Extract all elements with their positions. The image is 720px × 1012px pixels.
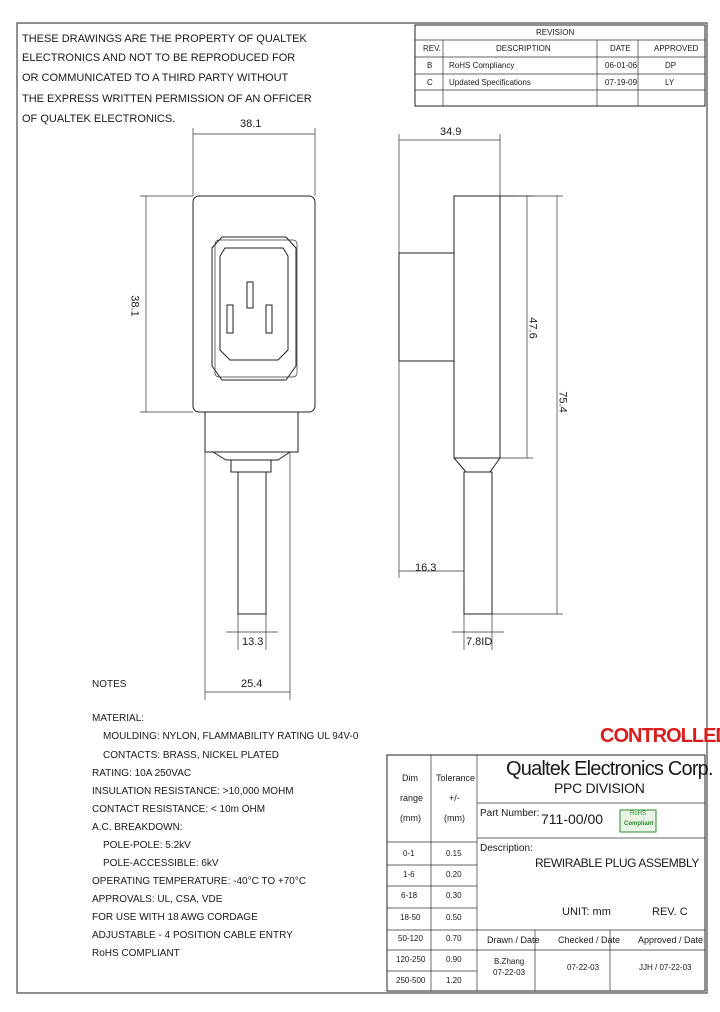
revision-cell: 07-19-09 [605,78,638,87]
title-block-lines [386,754,706,992]
revision-header: DESCRIPTION [496,44,551,53]
unit-value: UNIT: mm [562,906,611,918]
dim-front-height: 38.1 [128,295,141,317]
notes-line: INSULATION RESISTANCE: >10,000 MOHM [92,786,294,797]
approved-value: JJH / 07-22-03 [639,963,692,972]
tolerance-range: 250-500 [396,976,426,985]
notes-line: MOULDING: NYLON, FLAMMABILITY RATING UL … [103,731,359,742]
dim-cable-diameter: 13.3 [242,636,264,648]
revision-cell: B [427,61,433,70]
drawn-date: 07-22-03 [493,968,526,977]
notes-line: POLE-POLE: 5.2kV [103,840,191,851]
dim-side-offset: 16.3 [415,562,437,574]
notes-line: RATING: 10A 250VAC [92,768,192,779]
tolerance-range: 50-120 [398,934,423,943]
notes-line: FOR USE WITH 18 AWG CORDAGE [92,912,258,923]
description-label: Description: [480,843,533,854]
drawn-by: B.Zhang [494,957,525,966]
disclaimer-line: OR COMMUNICATED TO A THIRD PARTY WITHOUT [22,72,289,84]
tolerance-range: 1-6 [403,870,415,879]
dim-side-cable-diameter: 7.8ID [466,636,493,648]
tolerance-value: 1.20 [446,976,462,985]
disclaimer-line: THESE DRAWINGS ARE THE PROPERTY OF QUALT… [22,33,307,45]
revision-header: REV. [423,44,441,53]
notes-line: CONTACT RESISTANCE: < 10m OHM [92,804,266,815]
approved-label: Approved / Date [638,935,704,945]
revision-header: APPROVED [654,44,699,53]
tolerance-dim-header: Dim [402,773,418,783]
revision-header: DATE [610,44,631,53]
revision-cell: 06-01-06 [605,61,638,70]
dim-overall-width: 25.4 [241,678,263,690]
tolerance-range: 0-1 [403,849,415,858]
part-number-label: Part Number: [480,808,540,819]
disclaimer-line: THE EXPRESS WRITTEN PERMISSION OF AN OFF… [22,93,312,105]
rev-value: REV. C [652,906,688,918]
disclaimer-line: ELECTRONICS AND NOT TO BE REPRODUCED FOR [22,52,296,64]
revision-title: REVISION [536,28,575,37]
notes-line: OPERATING TEMPERATURE: -40°C TO +70°C [92,876,307,887]
tolerance-tol-header: Tolerance [436,773,476,783]
tolerance-tol-header: +/- [449,793,460,803]
controlled-stamp: CONTROLLED [600,725,720,747]
tolerance-dim-header: range [400,793,424,803]
checked-date: 07-22-03 [567,963,600,972]
description-value: REWIRABLE PLUG ASSEMBLY [535,856,699,870]
tolerance-tol-header: (mm) [444,813,465,823]
tolerance-value: 0.20 [446,870,462,879]
notes-line: MATERIAL: [92,713,145,724]
revision-cell: DP [665,61,677,70]
rohs-badge-line: Compliant [624,821,654,827]
tolerance-range: 18-50 [400,913,421,922]
notes-line: POLE-ACCESSIBLE: 6kV [103,858,219,869]
dim-side-body-height: 47.6 [526,317,539,339]
dim-side-total-height: 75.4 [556,391,569,413]
revision-cell: C [427,78,433,87]
side-view [398,134,563,650]
revision-cell: LY [665,78,675,87]
tolerance-value: 0.50 [446,913,462,922]
rohs-badge-box [619,809,657,833]
tolerance-value: 0.70 [446,934,462,943]
tolerance-range: 6-18 [401,891,418,900]
drawn-label: Drawn / Date [487,935,540,945]
revision-cell: RoHS Compliancy [449,61,515,70]
front-view [140,128,316,700]
tolerance-dim-header: (mm) [400,813,421,823]
tolerance-value: 0.15 [446,849,462,858]
rohs-badge-line: RoHS [630,811,647,817]
notes-line: APPROVALS: UL, CSA, VDE [92,894,223,905]
checked-label: Checked / Date [558,935,621,945]
tolerance-range: 120-250 [396,955,426,964]
company-name: Qualtek Electronics Corp. [506,758,714,780]
tolerance-value: 0.90 [446,955,462,964]
notes-heading: NOTES [92,679,127,690]
revision-table-lines [414,24,706,107]
part-number: 711-00/00 [541,811,604,827]
notes-line: A.C. BREAKDOWN: [92,822,183,833]
revision-cell: Updated Specifications [449,78,531,87]
notes-line: CONTACTS: BRASS, NICKEL PLATED [103,750,279,761]
notes-line: ADJUSTABLE - 4 POSITION CABLE ENTRY [92,930,293,941]
dim-front-width: 38.1 [240,118,262,130]
tolerance-value: 0.30 [446,891,462,900]
dim-side-width: 34.9 [440,126,462,138]
disclaimer-line: OF QUALTEK ELECTRONICS. [22,113,176,125]
notes-line: RoHS COMPLIANT [92,948,180,959]
division-name: PPC DIVISION [554,780,645,796]
